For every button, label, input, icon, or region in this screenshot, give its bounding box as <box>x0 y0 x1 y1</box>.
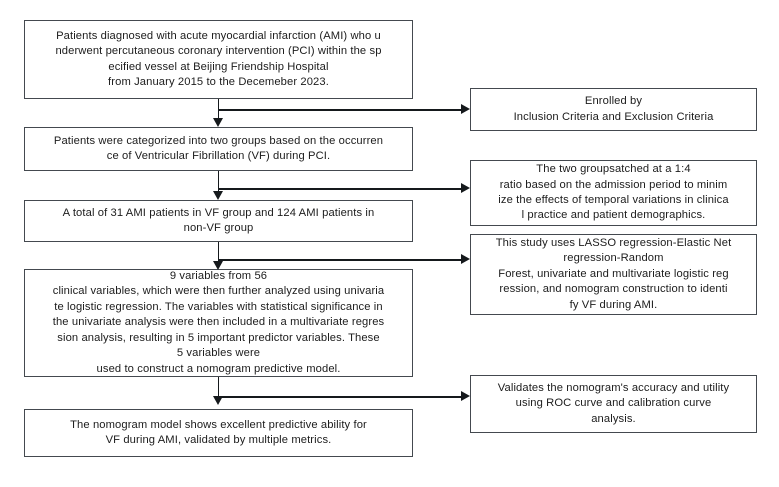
arrowhead-n4-r4 <box>461 391 470 402</box>
side-note-validation: Validates the nomogram's accuracy and ut… <box>470 375 757 433</box>
flow-node-text: Patients diagnosed with acute myocardial… <box>55 29 382 88</box>
arrowhead-n3-r3 <box>461 254 470 265</box>
connector-n3-r3-horizontal <box>217 259 463 261</box>
side-note-statistical-methods: This study uses LASSO regression-Elastic… <box>470 234 757 315</box>
connector-n4-r4-horizontal <box>217 396 463 398</box>
arrowhead-n1-n2 <box>212 118 223 127</box>
connector-n3-n4-vertical <box>217 242 220 262</box>
side-note-text: Enrolled by Inclusion Criteria and Exclu… <box>513 95 714 123</box>
arrowhead-n2-n3 <box>212 191 223 200</box>
side-note-text: The two groupsatched at a 1:4 ratio base… <box>498 163 729 222</box>
side-note-text: This study uses LASSO regression-Elastic… <box>495 236 732 311</box>
connector-n4-n5-vertical <box>217 377 220 397</box>
flow-node-group-counts: A total of 31 AMI patients in VF group a… <box>24 200 413 242</box>
side-note-text: Validates the nomogram's accuracy and ut… <box>497 381 730 425</box>
flow-node-grouping: Patients were categorized into two group… <box>24 127 413 171</box>
flow-node-variable-selection: 9 variables from 56 clinical variables, … <box>24 269 413 377</box>
arrowhead-n4-n5 <box>212 396 223 405</box>
arrowhead-n3-n4 <box>212 261 223 270</box>
flow-node-conclusion: The nomogram model shows excellent predi… <box>24 409 413 457</box>
side-note-enrollment-criteria: Enrolled by Inclusion Criteria and Exclu… <box>470 88 757 131</box>
flow-node-text: A total of 31 AMI patients in VF group a… <box>62 206 375 234</box>
flow-node-text: 9 variables from 56 clinical variables, … <box>52 270 385 375</box>
flow-node-text: The nomogram model shows excellent predi… <box>70 418 367 446</box>
flow-node-study-population: Patients diagnosed with acute myocardial… <box>24 20 413 99</box>
connector-n1-r1-horizontal <box>217 109 463 111</box>
arrowhead-n1-r1 <box>461 104 470 115</box>
flow-node-text: Patients were categorized into two group… <box>53 134 384 162</box>
arrowhead-n2-r2 <box>461 183 470 194</box>
side-note-matching-ratio: The two groupsatched at a 1:4 ratio base… <box>470 160 757 226</box>
connector-n2-r2-horizontal <box>217 188 463 190</box>
connector-n2-n3-vertical <box>217 171 220 192</box>
